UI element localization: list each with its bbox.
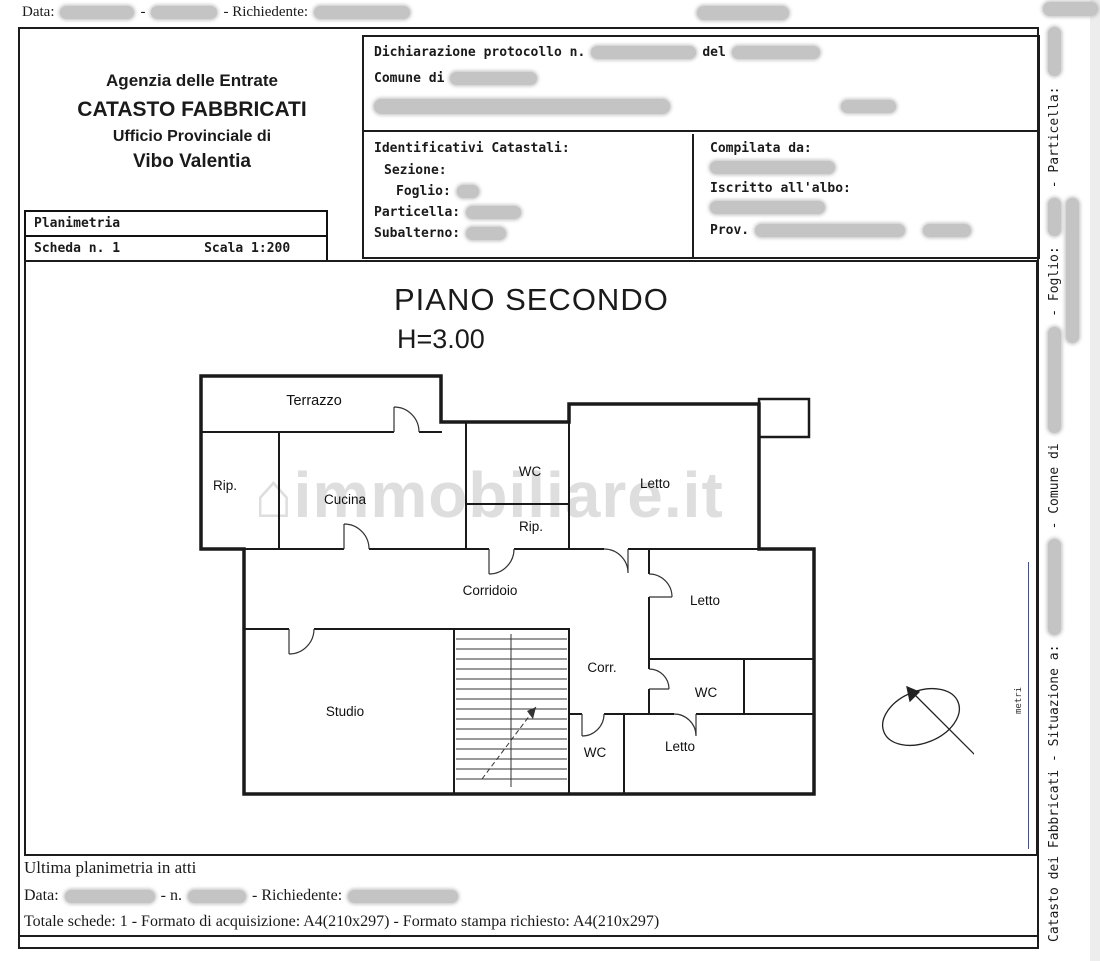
redacted-value bbox=[841, 100, 896, 113]
scan-edge bbox=[1090, 0, 1100, 961]
redacted-subalterno bbox=[466, 227, 507, 240]
redacted-albo bbox=[710, 201, 825, 214]
redacted-particella bbox=[466, 206, 522, 219]
redacted-foglio bbox=[456, 185, 479, 198]
scala-label: Scala 1:200 bbox=[204, 241, 291, 256]
redacted-value bbox=[151, 6, 218, 19]
redacted-value bbox=[923, 224, 972, 237]
room-label-corr: Corr. bbox=[587, 660, 616, 675]
comune-label: Comune di bbox=[374, 71, 445, 86]
scheda-label: Scheda n. 1 bbox=[34, 241, 121, 256]
room-label-letto-2: Letto bbox=[690, 593, 720, 608]
redacted-prov bbox=[755, 224, 906, 237]
particella-label: Particella: bbox=[374, 205, 461, 220]
watermark-text: immobiliare.it bbox=[293, 459, 724, 531]
room-label-studio: Studio bbox=[326, 704, 364, 719]
side-text-foglio: - Foglio: bbox=[1046, 246, 1062, 317]
redacted-compilatore bbox=[710, 161, 835, 174]
room-label-cucina: Cucina bbox=[324, 492, 367, 507]
del-label: del bbox=[702, 45, 726, 60]
redacted-foglio bbox=[1047, 198, 1061, 237]
top-data-line: Data: - - Richiedente: bbox=[22, 4, 411, 21]
side-vertical-caption: Catasto dei Fabbricati - Situazione a: -… bbox=[1046, 27, 1062, 942]
planimetria-box: Planimetria Scheda n. 1 Scala 1:200 bbox=[24, 210, 328, 262]
agency-name: Agenzia delle Entrate bbox=[106, 71, 278, 90]
compilata-title: Compilata da: bbox=[710, 141, 812, 156]
redacted-protocol-number bbox=[591, 46, 697, 59]
floor-title: PIANO SECONDO bbox=[394, 282, 669, 317]
prov-label: Prov. bbox=[710, 223, 750, 238]
side-text-particella: - Particella: bbox=[1046, 86, 1062, 189]
side-text-catasto: Catasto dei Fabbricati - Situazione a: bbox=[1046, 644, 1062, 942]
totale-line: Totale schede: 1 - Formato di acquisizio… bbox=[24, 913, 660, 930]
side-text-comune: - Comune di bbox=[1046, 443, 1062, 530]
room-label-wc-2: WC bbox=[695, 685, 718, 700]
door-gaps bbox=[289, 429, 696, 717]
protocol-top-section: Dichiarazione protocollo n. del Comune d… bbox=[364, 37, 1038, 132]
identificativi-section: Identificativi Catastali: Sezione: Fogli… bbox=[364, 134, 694, 257]
foglio-label: Foglio: bbox=[396, 184, 451, 199]
protocol-box: Dichiarazione protocollo n. del Comune d… bbox=[362, 35, 1040, 259]
room-label-corridoio: Corridoio bbox=[463, 583, 518, 598]
provincia-name: Vibo Valentia bbox=[133, 151, 251, 172]
dash: - bbox=[140, 4, 146, 20]
document-frame: Agenzia delle Entrate CATASTO FABBRICATI… bbox=[18, 27, 1040, 949]
stairs bbox=[456, 634, 567, 787]
room-label-letto-1: Letto bbox=[640, 476, 670, 491]
agency-header: Agenzia delle Entrate CATASTO FABBRICATI… bbox=[32, 71, 352, 173]
room-label-wc-3: WC bbox=[584, 745, 607, 760]
sezione-label: Sezione: bbox=[384, 163, 447, 178]
data-label: Data: bbox=[24, 887, 59, 904]
richiedente-label: - Richiedente: bbox=[251, 887, 343, 904]
planimetria-title: Planimetria bbox=[26, 212, 326, 237]
compilata-section: Compilata da: Iscritto all'albo: Prov. bbox=[696, 134, 1038, 257]
balcony-nook bbox=[757, 397, 811, 439]
subalterno-label: Subalterno: bbox=[374, 226, 461, 241]
floor-plan: Terrazzo Rip. Cucina WC Letto Rip. Corri… bbox=[199, 374, 974, 796]
redacted-line bbox=[374, 99, 670, 114]
room-labels: Terrazzo Rip. Cucina WC Letto Rip. Corri… bbox=[213, 393, 720, 760]
redacted-value bbox=[1043, 2, 1098, 16]
ultima-note: Ultima planimetria in atti bbox=[24, 858, 197, 877]
iscritto-label: Iscritto all'albo: bbox=[710, 181, 851, 196]
room-label-letto-3: Letto bbox=[665, 739, 695, 754]
catasto-title: CATASTO FABBRICATI bbox=[77, 98, 307, 121]
redacted-value bbox=[60, 6, 135, 19]
redacted-particella bbox=[1047, 27, 1061, 77]
redacted-comune bbox=[1047, 326, 1061, 434]
ufficio-line: Ufficio Provinciale di bbox=[112, 128, 272, 145]
floor-height: H=3.00 bbox=[397, 324, 485, 354]
redacted-comune bbox=[450, 72, 538, 85]
room-label-terrazzo: Terrazzo bbox=[286, 393, 342, 409]
room-label-rip-1: Rip. bbox=[213, 478, 237, 493]
stairs-arrowhead bbox=[527, 707, 536, 719]
protocol-label: Dichiarazione protocollo n. bbox=[374, 45, 586, 60]
interior-walls bbox=[200, 421, 815, 795]
richiedente-label: - Richiedente: bbox=[223, 4, 309, 20]
redacted-side-strip bbox=[1066, 198, 1079, 343]
redacted-date bbox=[64, 889, 155, 903]
north-arrow-icon bbox=[882, 685, 974, 755]
redacted-date bbox=[731, 46, 820, 59]
fold-mark-line bbox=[1028, 562, 1029, 849]
door-arcs bbox=[288, 406, 697, 737]
scale-note: metri bbox=[1014, 686, 1024, 714]
footer-divider bbox=[20, 935, 1037, 937]
room-label-wc-1: WC bbox=[519, 464, 542, 479]
house-icon: ⌂ bbox=[254, 459, 294, 531]
redacted-value bbox=[314, 6, 411, 19]
data-label: Data: bbox=[22, 4, 55, 20]
footer-data-line: Data: - n. - Richiedente: bbox=[24, 887, 459, 905]
identificativi-title: Identificativi Catastali: bbox=[374, 141, 570, 156]
redacted-number bbox=[187, 889, 246, 903]
redacted-situazione bbox=[1047, 539, 1061, 635]
watermark: ⌂immobiliare.it bbox=[254, 458, 724, 532]
plan-sheet: PIANO SECONDO H=3.00 ⌂immobiliare.it bbox=[24, 260, 1038, 856]
redacted-richiedente bbox=[348, 889, 459, 903]
n-label: - n. bbox=[160, 887, 182, 904]
room-label-rip-2: Rip. bbox=[519, 519, 543, 534]
redacted-value bbox=[697, 6, 789, 20]
